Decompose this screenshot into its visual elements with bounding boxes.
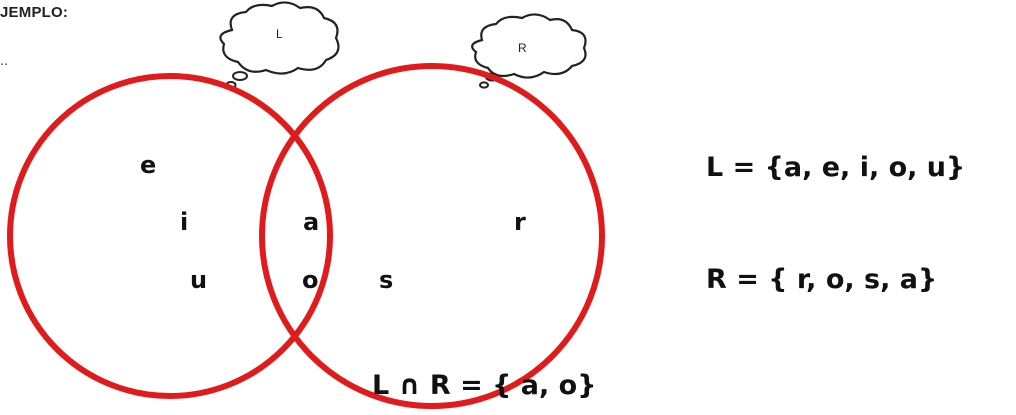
set-L-equation: L = {a, e, i, o, u} (706, 152, 966, 183)
thought-cloud-right-icon: R (471, 13, 587, 89)
element-s: s (379, 266, 393, 294)
thought-cloud-left-icon: L (219, 1, 340, 89)
element-e: e (140, 151, 156, 179)
cloud-right-label: R (518, 41, 527, 55)
element-a: a (303, 208, 319, 236)
set-L-circle (7, 73, 333, 399)
set-R-equation: R = { r, o, s, a} (706, 264, 938, 295)
element-r: r (514, 208, 526, 236)
element-u: u (190, 266, 207, 294)
set-R-circle (259, 63, 605, 409)
element-i: i (180, 208, 188, 236)
example-heading: JEMPLO: (0, 4, 69, 21)
element-o: o (302, 266, 319, 294)
intersection-equation: L ∩ R = { a, o} (372, 370, 597, 401)
cloud-left-label: L (276, 27, 283, 41)
ellipsis-text: .. (0, 52, 9, 69)
